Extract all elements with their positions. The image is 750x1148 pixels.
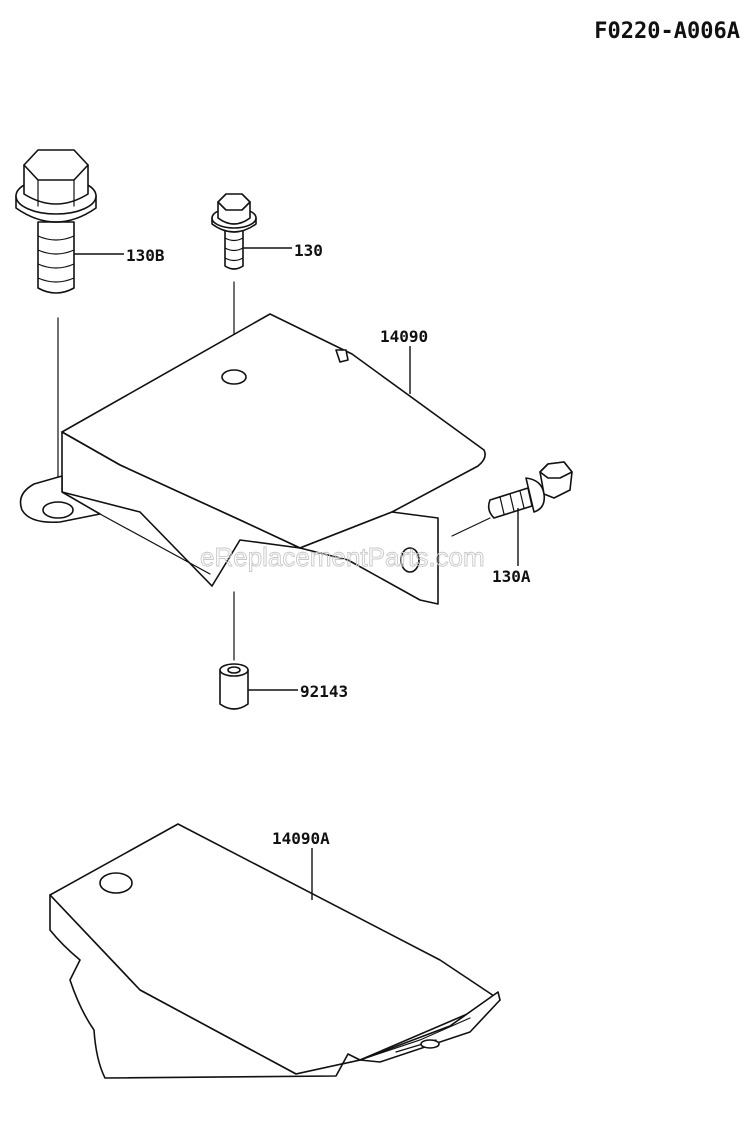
collar-92143-drawing bbox=[219, 663, 249, 710]
part-label-130a: 130A bbox=[492, 567, 531, 586]
part-label-130: 130 bbox=[294, 241, 323, 260]
part-label-92143: 92143 bbox=[300, 682, 348, 701]
part-label-14090a: 14090A bbox=[272, 829, 330, 848]
part-label-14090: 14090 bbox=[380, 327, 428, 346]
part-label-130b: 130B bbox=[126, 246, 165, 265]
cover-14090a-drawing bbox=[49, 823, 501, 1079]
bolt-130-drawing bbox=[211, 193, 257, 270]
watermark: eReplacementParts.com bbox=[200, 542, 485, 572]
bolt-130b-drawing bbox=[15, 149, 97, 294]
bolt-130a-drawing bbox=[487, 461, 573, 519]
diagram-code: F0220-A006A bbox=[594, 19, 740, 44]
bracket-14090-drawing bbox=[19, 313, 486, 605]
